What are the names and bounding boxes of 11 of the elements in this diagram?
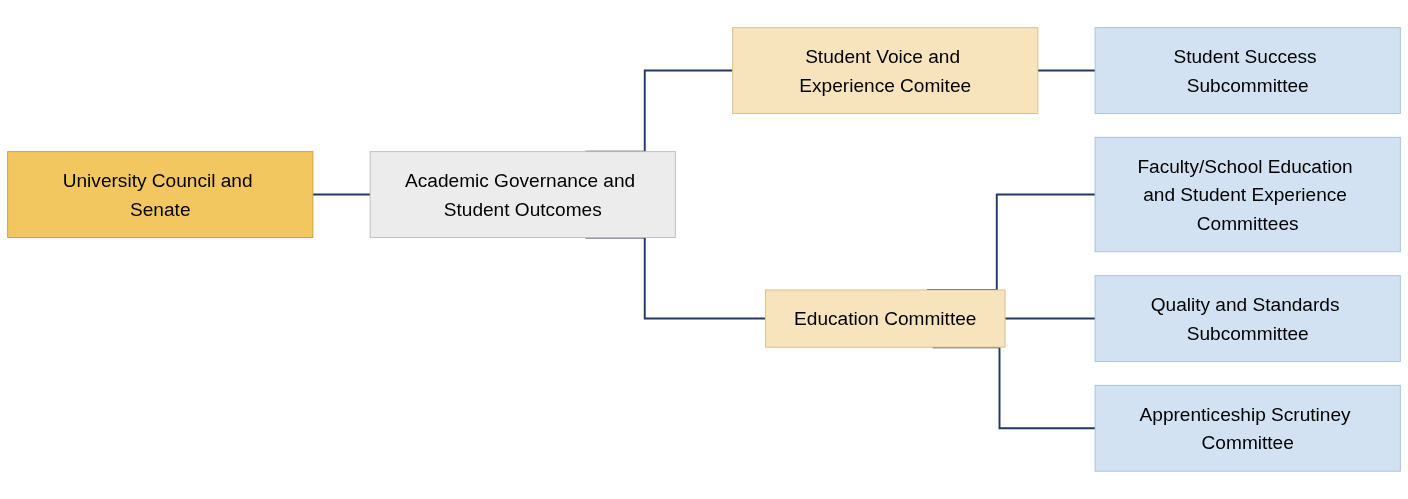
connector (1004, 317, 1097, 320)
node-box: Student Success Subcommittee (1094, 27, 1401, 115)
connector (311, 193, 372, 196)
node-box: Education Committee (764, 289, 1006, 348)
node-box: Quality and Standards Subcommittee (1094, 275, 1401, 363)
node-box: Faculty/School Education and Student Experience Committees (1094, 136, 1401, 253)
node-box: University Council and Senate (7, 151, 314, 239)
connector (1036, 69, 1097, 72)
node-box: Student Voice and Experience Comitee (732, 27, 1039, 115)
node-box: Academic Governance and Student Outcomes (369, 151, 676, 239)
node-box: Apprenticeship Scrutiney Committee (1094, 384, 1401, 472)
